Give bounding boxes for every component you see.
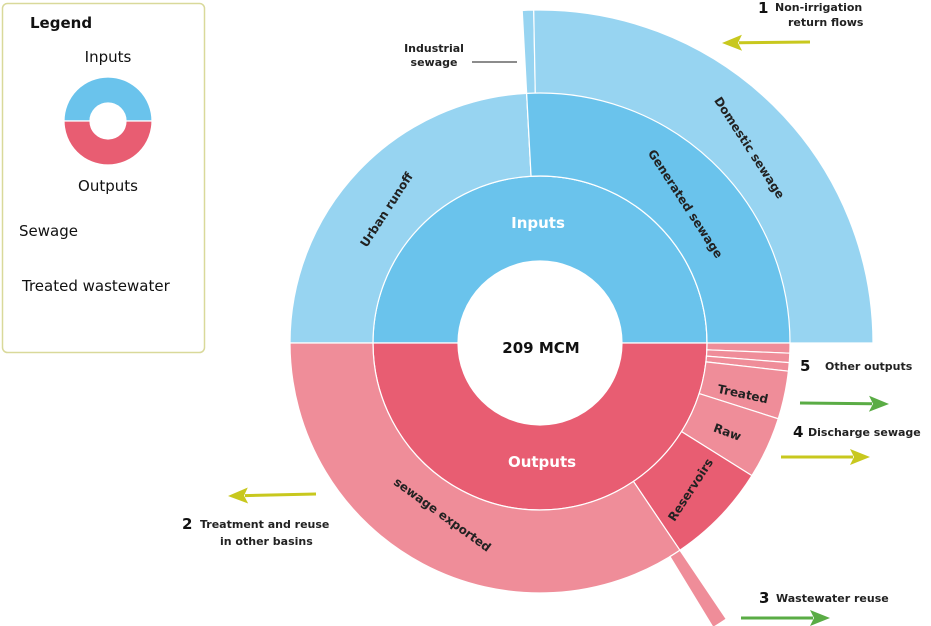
arrow-treatment-reuse	[228, 487, 317, 504]
industrial-sewage-label: Industrial	[404, 42, 464, 55]
annotation-2-line2: in other basins	[220, 535, 313, 548]
arrow-discharge-sewage	[781, 449, 870, 465]
arrow-wastewater-reuse	[741, 610, 830, 626]
legend-outputs-half	[63, 120, 153, 166]
wastewater-reuse-segment	[669, 549, 728, 626]
inputs-label: Inputs	[511, 214, 565, 232]
legend-treated-label: Treated wastewater	[21, 277, 171, 295]
arrow-wastewater-reuse-head-icon	[810, 610, 830, 626]
annotation-5-text: Other outputs	[825, 360, 913, 373]
legend-box	[1, 2, 206, 354]
annotation-1-line2: return flows	[788, 16, 864, 29]
industrial-sewage-label-2: sewage	[411, 56, 458, 69]
arrow-non-irrigation-head-icon	[722, 34, 743, 51]
legend-sewage-label: Sewage	[19, 222, 78, 240]
legend-inputs-label: Inputs	[85, 48, 132, 66]
annotation-2-number: 2	[182, 515, 192, 533]
legend-inputs-half	[63, 76, 153, 122]
urban-runoff-segment	[289, 92, 532, 344]
center-total-label: 209 MCM	[502, 339, 579, 357]
annotation-3-number: 3	[759, 589, 769, 607]
annotation-4-text: Discharge sewage	[808, 426, 921, 439]
annotation-1-line1: Non-irrigation	[775, 1, 862, 14]
arrow-other-outputs-head-icon	[868, 395, 889, 412]
annotation-4-number: 4	[793, 423, 803, 441]
annotation-5-number: 5	[800, 357, 810, 375]
arrow-treatment-reuse-shaft	[244, 492, 317, 498]
arrow-non-irrigation	[722, 34, 811, 51]
center-hole	[458, 261, 622, 425]
annotation-2-line1: Treatment and reuse	[200, 518, 329, 531]
outputs-label: Outputs	[508, 453, 576, 471]
arrow-treatment-reuse-head-icon	[228, 487, 249, 504]
arrow-other-outputs	[799, 395, 889, 412]
arrow-other-outputs-shaft	[799, 401, 873, 406]
arrow-non-irrigation-shaft	[738, 40, 811, 45]
legend-donut	[63, 76, 153, 166]
legend-outputs-label: Outputs	[78, 177, 138, 195]
sewage-exported-segment	[289, 342, 681, 594]
legend-title: Legend	[30, 14, 92, 32]
annotation-1-number: 1	[758, 0, 768, 17]
annotation-3-text: Wastewater reuse	[776, 592, 889, 605]
sunburst-arcs	[289, 9, 874, 626]
arrow-discharge-sewage-head-icon	[850, 449, 870, 465]
generated-sewage-segment	[526, 92, 791, 344]
